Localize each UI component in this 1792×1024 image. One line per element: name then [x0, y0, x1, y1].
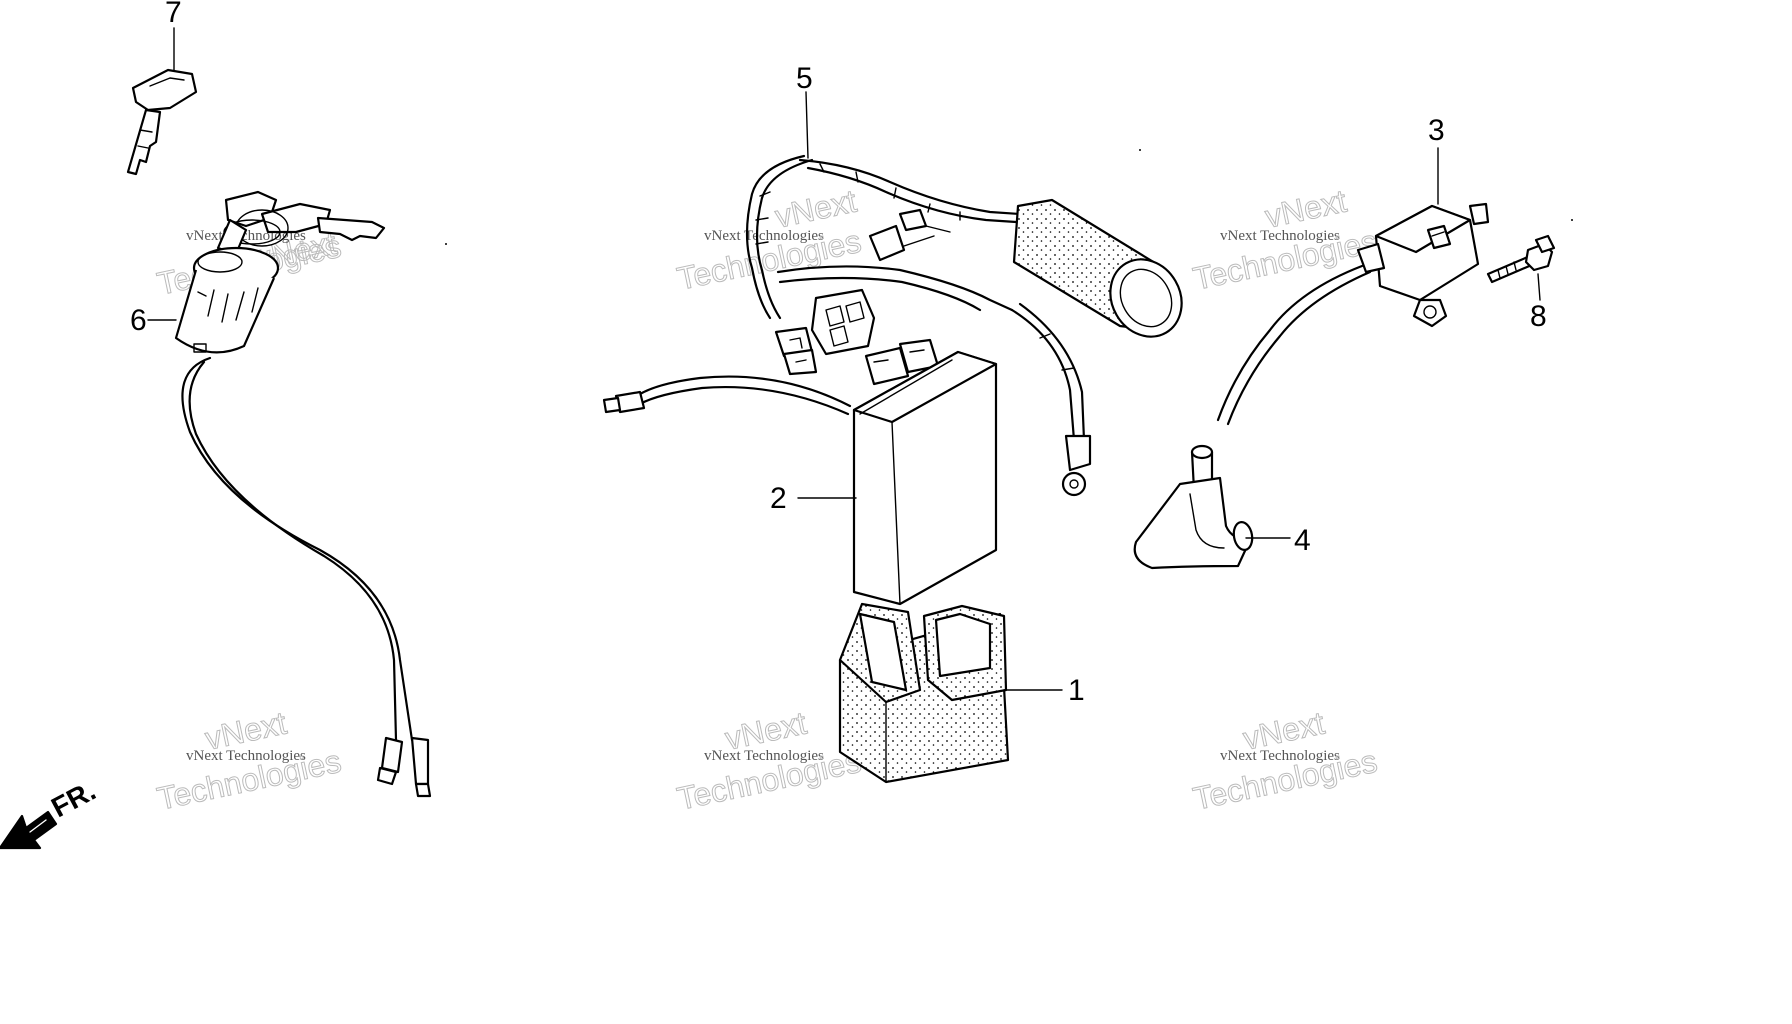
part-7-key[interactable] [126, 68, 198, 176]
callout-3: 3 [1428, 114, 1445, 147]
callout-2: 2 [770, 482, 787, 515]
callouts: 7 6 5 2 1 3 8 4 [130, 0, 1547, 707]
callout-8: 8 [1530, 300, 1547, 333]
part-4-plug-cap[interactable] [1133, 444, 1255, 570]
front-arrow-icon [0, 810, 58, 850]
callout-1: 1 [1068, 674, 1085, 707]
front-indicator: FR. [0, 775, 101, 850]
part-6-ignition-switch[interactable] [174, 190, 432, 798]
watermark-vnext: vNext [1262, 183, 1350, 235]
watermark-top-center: vNext vNext Technologies Technologies [673, 182, 864, 297]
part-8-bolt[interactable] [1486, 234, 1556, 284]
watermark-text: vNext Technologies [186, 748, 306, 764]
part-3-ignition-coil[interactable] [1216, 202, 1490, 426]
watermark-text: vNext Technologies [704, 228, 824, 244]
callout-7: 7 [165, 0, 182, 29]
callout-4: 4 [1294, 524, 1311, 557]
watermark-text: vNext Technologies [704, 748, 824, 764]
callout-6: 6 [130, 304, 147, 337]
watermark-bottom-right: vNext vNext Technologies Technologies [1189, 704, 1380, 817]
watermark-bottom-left: vNext vNext Technologies Technologies [153, 704, 344, 817]
watermark-bottom-center: vNext vNext Technologies Technologies [673, 704, 864, 817]
front-label: FR. [46, 775, 100, 824]
part-2-cdi-unit[interactable] [852, 350, 998, 606]
part-1-cdi-holder[interactable] [838, 602, 1010, 784]
callout-5: 5 [796, 62, 813, 95]
watermark-text: vNext Technologies [1220, 228, 1340, 244]
watermark-text: vNext Technologies [1220, 748, 1340, 764]
leader-lines [147, 27, 1541, 691]
part-5-wire-harness[interactable] [602, 154, 1195, 497]
